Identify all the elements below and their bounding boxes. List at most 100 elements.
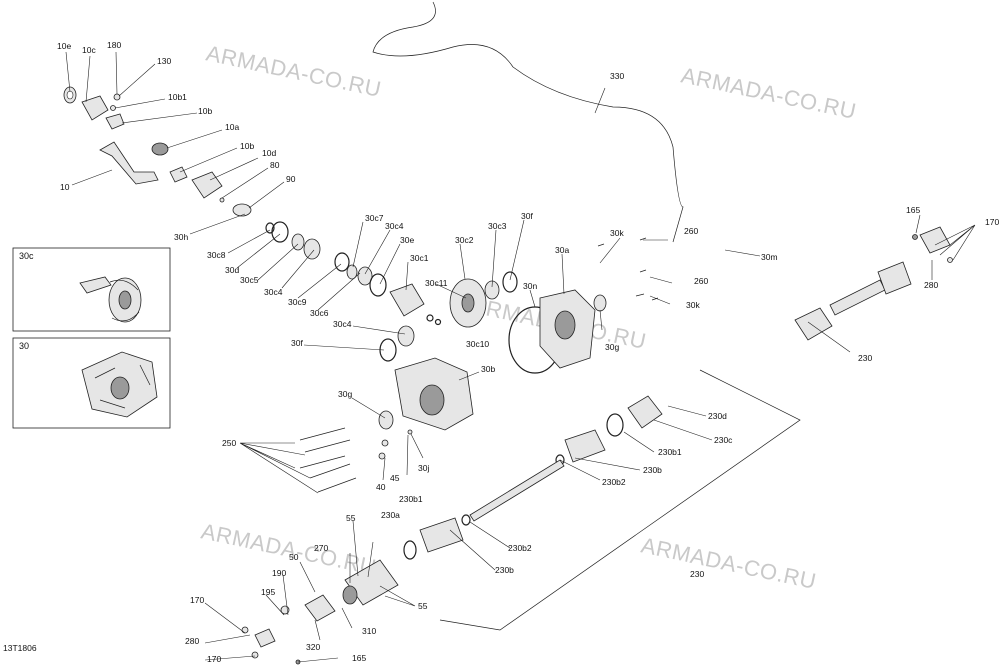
label-165-second: 165 <box>352 653 366 663</box>
label-30n: 30n <box>523 281 537 291</box>
pinion-30c1-icon <box>389 283 425 317</box>
label-230b-second: 230b <box>495 565 514 575</box>
label-30m: 30m <box>761 252 778 262</box>
label-30c10: 30c10 <box>466 339 489 349</box>
label-30c3: 30c3 <box>488 221 507 231</box>
label-170: 170 <box>985 217 999 227</box>
label-30a: 30a <box>555 245 569 255</box>
label-10: 10 <box>60 182 70 192</box>
label-230a: 230a <box>381 510 400 520</box>
cv-joint-230c-icon <box>627 395 663 429</box>
label-165: 165 <box>906 205 920 215</box>
label-55-second: 55 <box>418 601 428 611</box>
label-30c7: 30c7 <box>365 213 384 223</box>
label-30g: 30g <box>605 342 619 352</box>
label-30b: 30b <box>481 364 495 374</box>
label-80: 80 <box>270 160 280 170</box>
label-230b2: 230b2 <box>602 477 626 487</box>
label-10b: 10b <box>198 106 212 116</box>
boot-230b-lower-icon <box>419 517 464 553</box>
flange-90-icon <box>232 203 252 217</box>
lower-axle-assembly <box>241 369 801 665</box>
label-50: 50 <box>289 552 299 562</box>
label-230b1-second: 230b1 <box>399 494 423 504</box>
bolts-250 <box>299 427 357 493</box>
label-30k: 30k <box>610 228 624 238</box>
label-170-second: 170 <box>190 595 204 605</box>
label-30f-second: 30f <box>291 338 303 348</box>
label-10e: 10e <box>57 41 71 51</box>
label-30e: 30e <box>400 235 414 245</box>
label-30f: 30f <box>521 211 533 221</box>
cross-10b-2-icon <box>169 166 188 183</box>
part-labels: 10e 10c 180 130 10b1 10b 10a 10b 10d 80 … <box>3 40 999 664</box>
label-260: 260 <box>684 226 698 236</box>
label-30d: 30d <box>225 265 239 275</box>
cv-joint-icon <box>794 307 833 341</box>
label-230b2-second: 230b2 <box>508 543 532 553</box>
label-30c4: 30c4 <box>264 287 283 297</box>
yoke-10c-icon <box>81 95 109 121</box>
inset-30c-title: 30c <box>19 251 34 261</box>
label-30k-second: 30k <box>686 300 700 310</box>
label-45: 45 <box>390 473 400 483</box>
label-130: 130 <box>157 56 171 66</box>
watermark-2: ARMADA-CO.RU <box>679 62 859 124</box>
label-30c8: 30c8 <box>207 250 226 260</box>
label-30c1: 30c1 <box>410 253 429 263</box>
label-30c9: 30c9 <box>288 297 307 307</box>
driveshaft-parts <box>63 86 252 217</box>
label-10c: 10c <box>82 45 96 55</box>
shaft-10-icon <box>99 141 159 185</box>
boot-10a-icon <box>151 142 169 156</box>
boot-230b-icon <box>564 429 606 463</box>
label-180: 180 <box>107 40 121 50</box>
label-30c6: 30c6 <box>310 308 329 318</box>
hub-310-icon <box>304 594 336 622</box>
label-230b1: 230b1 <box>658 447 682 457</box>
label-310: 310 <box>362 626 376 636</box>
label-230: 230 <box>858 353 872 363</box>
label-270: 270 <box>314 543 328 553</box>
label-10a: 10a <box>225 122 239 132</box>
label-230d: 230d <box>708 411 727 421</box>
watermark-5: ARMADA-CO.RU <box>639 532 819 594</box>
label-330: 330 <box>610 71 624 81</box>
label-55: 55 <box>346 513 356 523</box>
leader-lines <box>65 51 976 663</box>
label-280-second: 280 <box>185 636 199 646</box>
label-230b: 230b <box>643 465 662 475</box>
differential-exploded-parts <box>265 221 659 493</box>
label-250: 250 <box>222 438 236 448</box>
label-30c11: 30c11 <box>425 278 448 288</box>
label-30g-second: 30g <box>338 389 352 399</box>
label-280: 280 <box>924 280 938 290</box>
label-10b-second: 10b <box>240 141 254 151</box>
seal-30g-icon <box>593 294 607 312</box>
label-30c2: 30c2 <box>455 235 474 245</box>
label-320: 320 <box>306 642 320 652</box>
pinion-gear-icon <box>79 276 112 294</box>
watermark-1: ARMADA-CO.RU <box>204 40 384 102</box>
axle-shaft-icon <box>469 459 565 522</box>
label-30h: 30h <box>174 232 188 242</box>
label-195: 195 <box>261 587 275 597</box>
label-30c4-third: 30c4 <box>333 319 352 329</box>
label-10b1: 10b1 <box>168 92 187 102</box>
label-230c: 230c <box>714 435 733 445</box>
cross-10b-icon <box>105 113 125 130</box>
inset-30-title: 30 <box>19 341 29 351</box>
label-260-second: 260 <box>694 276 708 286</box>
watermarks: ARMADA-CO.RU ARMADA-CO.RU ARMADA-CO.RU A… <box>199 40 859 594</box>
label-90: 90 <box>286 174 296 184</box>
hub-280-lower-icon <box>254 628 276 648</box>
label-30j: 30j <box>418 463 429 473</box>
diagram-id-label: 13T1806 <box>3 643 37 653</box>
yoke-10d-icon <box>191 171 223 199</box>
inset-30c: 30c <box>12 247 171 332</box>
label-10d: 10d <box>262 148 276 158</box>
watermark-4: ARMADA-CO.RU <box>199 518 379 580</box>
inset-30: 30 <box>12 337 171 429</box>
